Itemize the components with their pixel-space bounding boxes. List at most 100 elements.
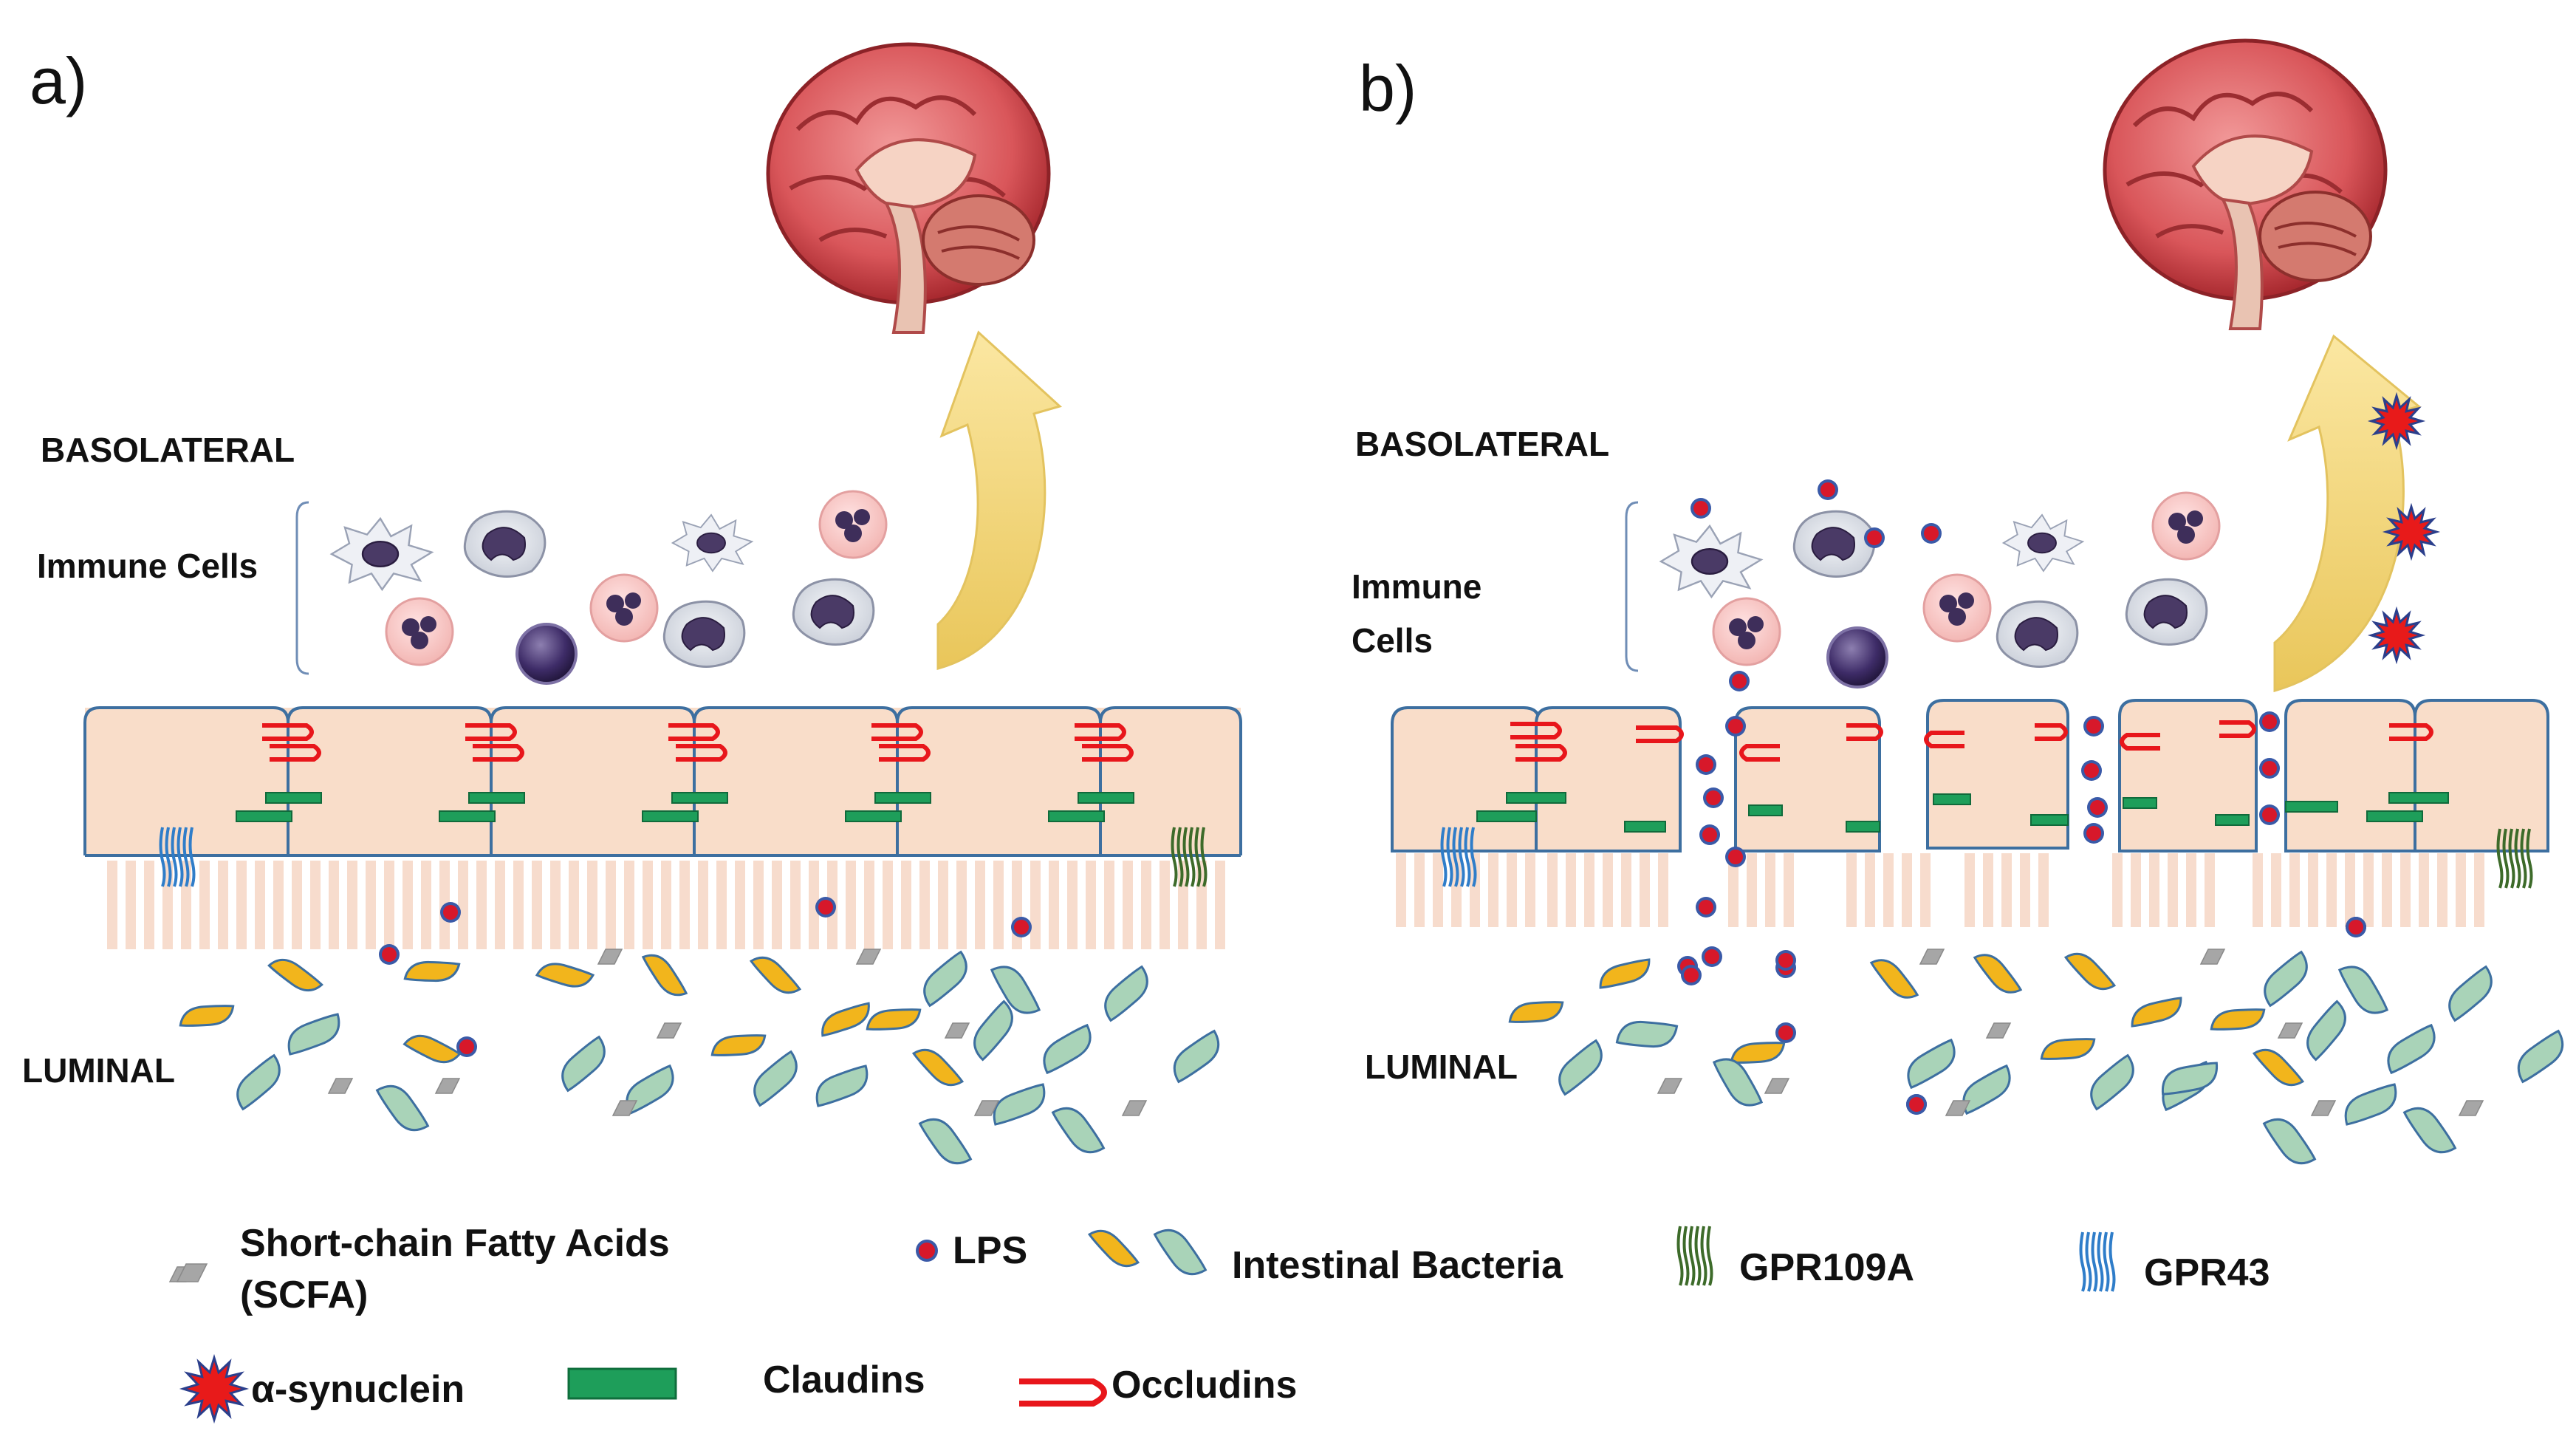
occludin: [465, 723, 517, 741]
microvillus: [107, 861, 117, 949]
microvillus: [2253, 853, 2263, 927]
lps-legend-icon: [916, 1240, 938, 1262]
receptor-helix: [1200, 827, 1208, 887]
lps-dot-core: [2262, 807, 2277, 822]
bacterium-yellow: [866, 1008, 922, 1031]
bacterium-green: [2090, 1053, 2134, 1111]
legend-synuclein: α-synuclein: [251, 1368, 465, 1411]
bacterium-body: [236, 1053, 281, 1111]
panel-b-basolateral-label: BASOLATERAL: [1355, 425, 1609, 463]
neutrophil-cell: [1712, 597, 1781, 666]
bacterium-green: [753, 1050, 798, 1107]
microvillus: [919, 861, 930, 949]
bacterium-body: [1615, 1021, 1679, 1048]
microvillus: [532, 861, 542, 949]
microvillus: [2186, 853, 2196, 927]
gpr43-legend-icon: [2079, 1231, 2116, 1292]
lps-dot-core: [1778, 953, 1793, 968]
bacterium-body: [287, 1013, 340, 1056]
bacterium-yellow: [2210, 1008, 2266, 1031]
occludin: [2389, 723, 2433, 741]
microvillus: [1566, 853, 1576, 927]
microvillus: [402, 861, 413, 949]
occludin: [1082, 744, 1134, 762]
lps-dot-core: [2086, 719, 2101, 734]
bacterium-body: [1508, 1001, 1564, 1023]
lps-dot-core: [1699, 900, 1713, 915]
occludin: [879, 744, 931, 762]
gpr109a-receptor: [1171, 827, 1208, 887]
bacterium-green: [561, 1035, 606, 1093]
macrophage-cell: [662, 600, 746, 668]
lps-dot-core: [2084, 763, 2099, 778]
lps-dot-core: [2262, 761, 2277, 776]
lps-dot-core: [1728, 719, 1743, 734]
claudin: [236, 810, 292, 822]
receptor-helix: [1700, 1226, 1707, 1286]
synuclein-shape: [2382, 502, 2441, 561]
occludin: [1510, 722, 1562, 739]
bacterium-yellow: [2131, 997, 2182, 1028]
bacterium-body: [1730, 1042, 1786, 1064]
bacterium-body: [2402, 1107, 2457, 1154]
lps-dot-core: [382, 947, 397, 962]
microvillus: [2038, 853, 2049, 927]
lps-dot-core: [1867, 530, 1882, 545]
panel-a-immune-label: Immune Cells: [37, 547, 258, 585]
lymphocyte-cell: [1826, 626, 1888, 688]
scfa-particle: [2277, 1022, 2303, 1039]
bacterium-yellow: [1973, 954, 2023, 994]
claudin: [2285, 801, 2338, 813]
bacterium-body: [2337, 966, 2389, 1014]
dendritic-cell: [2001, 513, 2085, 573]
microvillus: [2363, 853, 2374, 927]
microvillus: [126, 861, 136, 949]
bacterium-body: [866, 1008, 922, 1031]
macrophage-cell: [792, 578, 875, 646]
scfa-particle: [656, 1022, 682, 1039]
panel-b: b) BASOLATERAL Immune Cells LUMINAL: [1352, 38, 2564, 1165]
occludin: [1075, 723, 1126, 741]
microvillus: [1747, 853, 1757, 927]
occludin: [1739, 744, 1780, 762]
microvillus: [2437, 853, 2447, 927]
microvillus: [716, 861, 727, 949]
bacterium-green: [287, 1013, 340, 1056]
microvillus: [1488, 853, 1498, 927]
macrophage-cell: [1996, 600, 2079, 668]
receptor-helix: [165, 827, 172, 887]
gpr109a-receptor: [2496, 828, 2533, 889]
bacterium-yellow: [535, 963, 595, 988]
receptor-helix: [159, 827, 166, 887]
gpr43-receptor: [1440, 827, 1477, 887]
gpr43-receptor: [159, 827, 196, 887]
microvilli-b: [1396, 853, 2484, 927]
bacterium-green: [2262, 1118, 2317, 1165]
gpr109a-receptor: [1676, 1226, 1713, 1286]
lps-dot-core: [1820, 482, 1835, 497]
lps-dot-core: [1732, 674, 1747, 688]
occludin: [2219, 720, 2256, 738]
receptor-helix: [2091, 1231, 2098, 1292]
immune-bracket: [295, 501, 309, 675]
bacterium-body: [375, 1084, 430, 1132]
gpr109a-legend-icon: [1676, 1226, 1713, 1286]
claudin: [1048, 810, 1105, 822]
microvillus: [2271, 853, 2281, 927]
legend-bacteria: Intestinal Bacteria: [1232, 1244, 1563, 1287]
legend-scfa-line1: Short-chain Fatty Acids: [240, 1222, 670, 1265]
lumen-a: [179, 897, 1220, 1165]
microvillus: [2345, 853, 2355, 927]
microvillus: [753, 861, 764, 949]
lps-dot-core: [2086, 826, 2101, 841]
microvillus: [975, 861, 985, 949]
microvillus: [1470, 853, 1480, 927]
lps-dot-core: [1684, 968, 1699, 983]
claudin: [265, 792, 322, 804]
receptor-helix: [1446, 827, 1453, 887]
microvillus: [144, 861, 154, 949]
receptor-helix: [1176, 827, 1184, 887]
bacterium-green: [236, 1053, 281, 1111]
occludin: [871, 723, 923, 741]
scfa-particle: [1919, 949, 1945, 965]
